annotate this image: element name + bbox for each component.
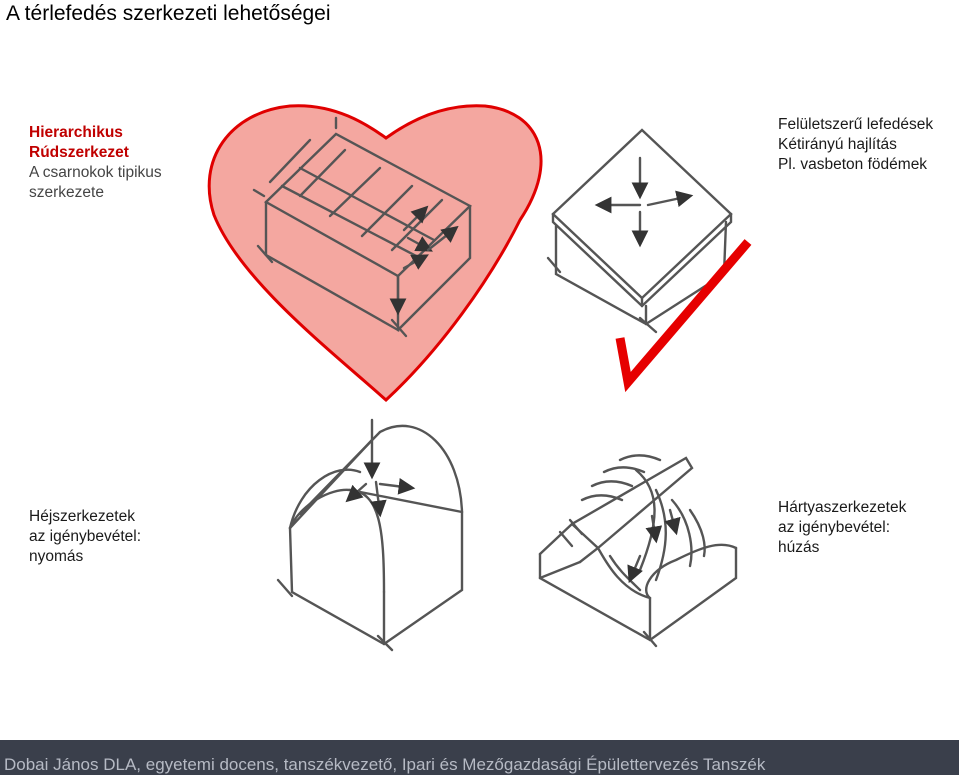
shell-label: Héjszerkezetek az igénybevétel: nyomás xyxy=(29,507,141,567)
membrane-line2: az igénybevétel: xyxy=(778,519,891,536)
surface-label: Felületszerű lefedések Kétirányú hajlítá… xyxy=(778,115,933,175)
shell-line2: az igénybevétel: xyxy=(29,528,142,545)
membrane-label: Hártyaszerkezetek az igénybevétel: húzás xyxy=(778,498,906,558)
diagram-artwork xyxy=(207,104,752,652)
slab-structure-sketch xyxy=(546,128,733,334)
frame-structure-sketch xyxy=(252,116,473,338)
shell-line1: Héjszerkezetek xyxy=(29,508,135,525)
hierarchic-line3: A csarnokok tipikus xyxy=(29,164,162,181)
footer-credit: Dobai János DLA, egyetemi docens, tanszé… xyxy=(4,755,766,774)
surface-line3: Pl. vasbeton födémek xyxy=(778,156,928,173)
membrane-line1: Hártyaszerkezetek xyxy=(778,499,907,516)
membrane-structure-sketch xyxy=(538,454,738,648)
hierarchic-label: Hierarchikus Rúdszerkezet A csarnokok ti… xyxy=(29,123,162,203)
surface-line1: Felületszerű lefedések xyxy=(778,116,934,133)
hierarchic-line4: szerkezete xyxy=(29,184,104,201)
hierarchic-line2: Rúdszerkezet xyxy=(29,144,129,161)
heart-icon xyxy=(207,104,543,403)
hierarchic-line1: Hierarchikus xyxy=(29,124,123,141)
membrane-line3: húzás xyxy=(778,539,820,556)
footer-bar: Dobai János DLA, egyetemi docens, tanszé… xyxy=(0,740,959,775)
page-title: A térlefedés szerkezeti lehetőségei xyxy=(6,2,331,25)
shell-line3: nyomás xyxy=(29,548,84,565)
shell-structure-sketch xyxy=(276,418,464,652)
surface-line2: Kétirányú hajlítás xyxy=(778,136,897,153)
checkmark-icon xyxy=(615,239,752,393)
